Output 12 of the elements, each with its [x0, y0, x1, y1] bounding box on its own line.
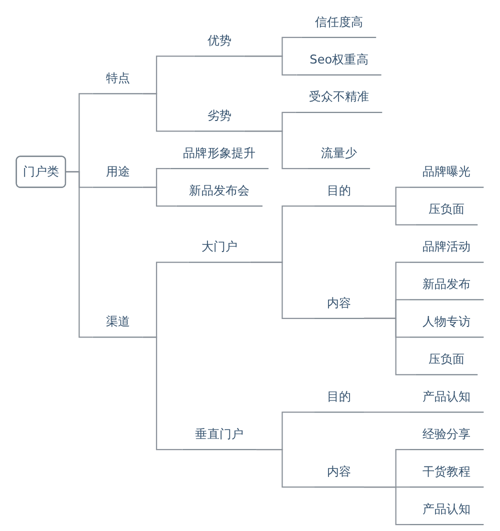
connector — [250, 262, 314, 320]
connector — [142, 93, 194, 132]
connector — [65, 171, 93, 338]
connector — [364, 318, 416, 376]
connector — [364, 486, 410, 526]
connector — [142, 336, 182, 450]
connector — [364, 206, 416, 226]
connector — [244, 56, 297, 76]
connector — [244, 130, 308, 170]
connector — [256, 449, 314, 488]
connector — [142, 186, 176, 207]
connector — [364, 412, 410, 413]
